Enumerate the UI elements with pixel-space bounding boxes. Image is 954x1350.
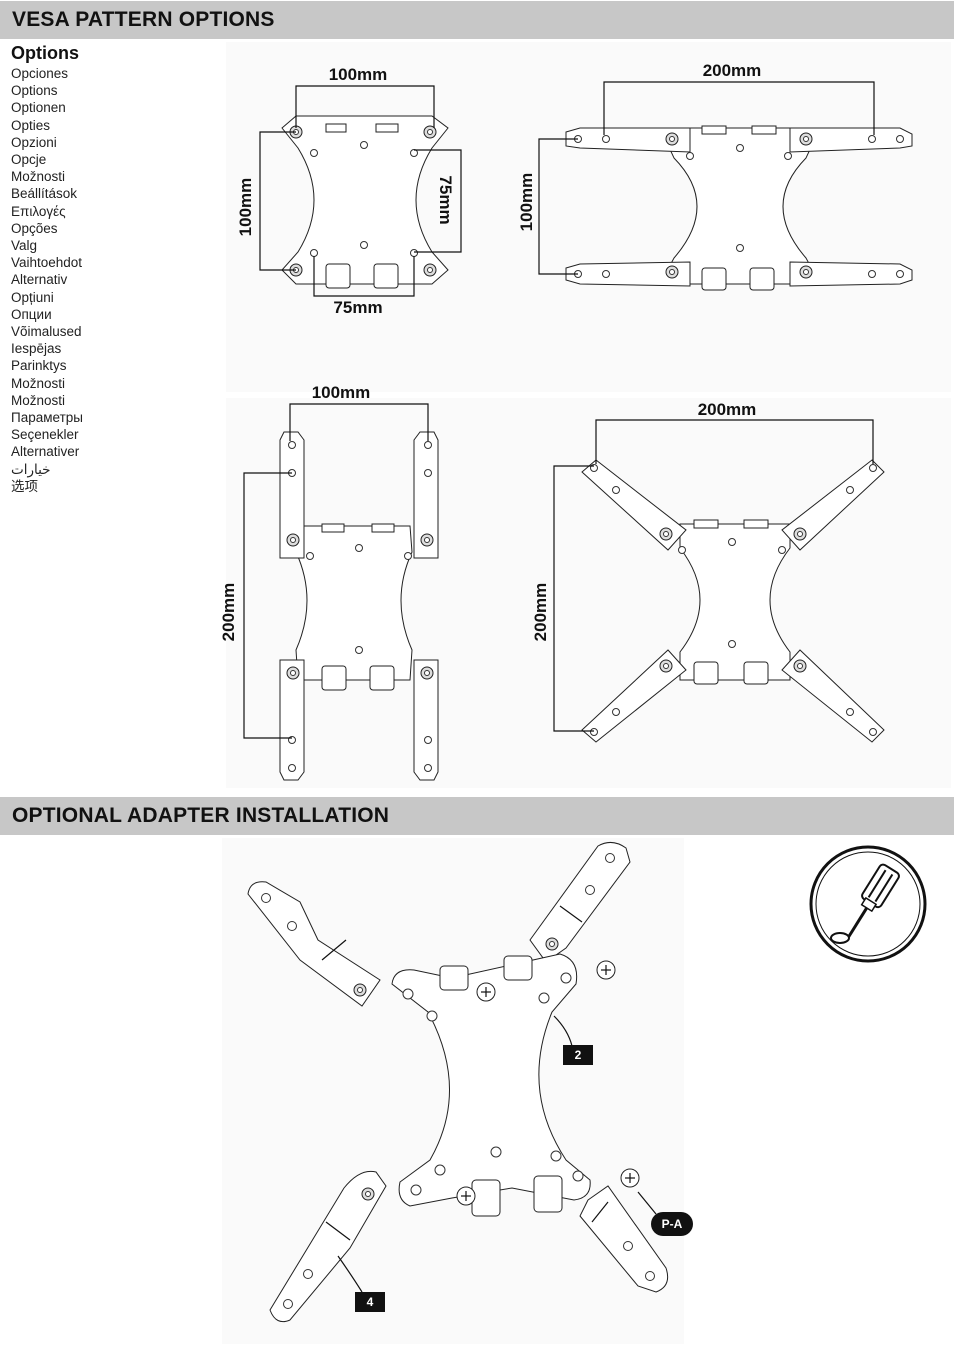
language-item: Alternativer [11,444,80,460]
dimension-label: 100mm [236,178,255,237]
language-item: خيارات [11,461,51,477]
dimension-label: 200mm [531,583,550,642]
language-item: Options [11,83,58,99]
dimension-label: 75mm [333,298,382,317]
language-item: Opties [11,117,51,133]
callout-arm: 4 [355,1292,385,1312]
section-header-vesa: VESA PATTERN OPTIONS [0,1,954,39]
section-header-installation: OPTIONAL ADAPTER INSTALLATION [0,797,954,835]
language-item: Iespējas [11,341,62,357]
language-item: Seçenekler [11,427,79,443]
language-item: Vaihtoehdot [11,255,83,271]
language-list: Options Opciones Options Optionen Opties… [11,42,221,495]
language-item: Možnosti [11,169,66,185]
section-title: OPTIONAL ADAPTER INSTALLATION [12,804,390,827]
language-item: Opțiuni [11,289,54,305]
language-list-heading: Options [11,43,79,63]
language-item: Valg [11,238,38,254]
dimension-label: 200mm [698,400,757,419]
language-item: Možnosti [11,392,66,408]
dimension-label: 75mm [436,175,455,224]
installation-exploded-diagram [247,842,669,1323]
language-item: Opzioni [11,134,57,150]
language-item: Alternativ [11,272,68,288]
language-item: Beállítások [11,186,78,202]
language-item: Optionen [11,100,66,116]
dimension-label: 200mm [219,583,238,642]
screwdriver-icon [809,845,927,963]
callout-plate: 2 [563,1045,593,1065]
vesa-diagram-100x200: 100mm 200mm [219,383,439,781]
callout-screw: P-A [651,1212,693,1236]
language-item: Opções [11,220,58,236]
vesa-diagram-200x100: 200mm 100mm [517,61,913,291]
language-item: Parinktys [11,358,67,374]
language-item: Võimalused [11,324,82,340]
dimension-label: 200mm [703,61,762,80]
language-item: Επιλογές [11,203,66,219]
language-item: Opcje [11,152,47,168]
dimension-label: 100mm [312,383,371,402]
vesa-diagram-200x200: 200mm 200mm [531,400,885,743]
language-item: Možnosti [11,375,66,391]
language-item: 选项 [11,478,38,494]
dimension-label: 100mm [517,173,536,232]
language-item: Opciones [11,66,69,81]
language-item: Опции [11,306,52,322]
dimension-label: 100mm [329,65,388,84]
vesa-diagram-100x100-75x75: 100mm 100mm 75mm 75mm [236,65,462,317]
language-item: Параметры [11,410,83,426]
section-title: VESA PATTERN OPTIONS [12,8,275,31]
